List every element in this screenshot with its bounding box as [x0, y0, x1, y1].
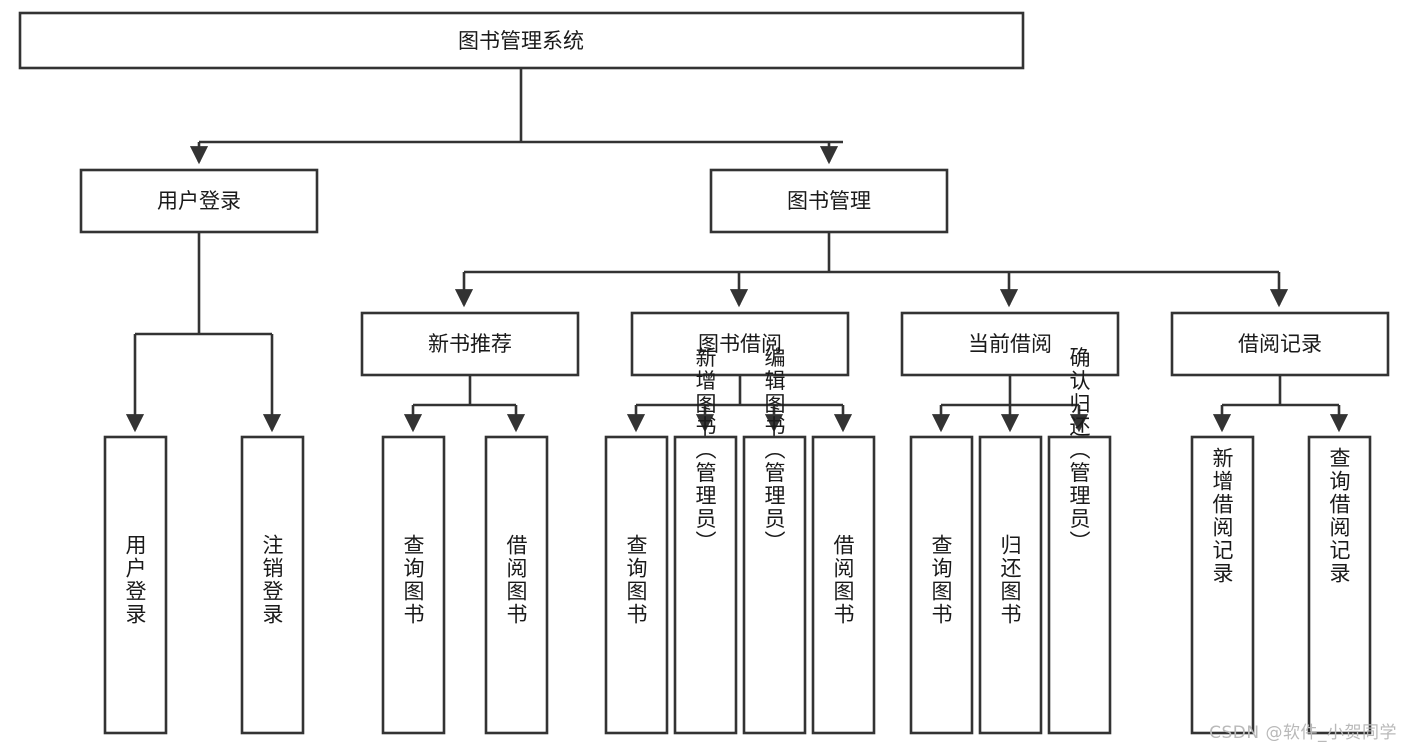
leaf-return-book[interactable]: 归还图书 [978, 435, 1043, 735]
leaf-query-book-2[interactable]: 查询图书 [604, 435, 669, 735]
leaf-add-book-label: 新增图书（管理员） [693, 347, 717, 554]
leaf-query-record[interactable]: 查询借阅记录 [1307, 435, 1372, 735]
node-book-borrow[interactable]: 图书借阅 [630, 311, 850, 377]
connector-root-to-level2 [189, 68, 843, 165]
node-borrow-record-label: 借阅记录 [1238, 332, 1322, 356]
connector-currentborrow-to-leaves [931, 375, 1089, 433]
leaf-borrow-book-2[interactable]: 借阅图书 [811, 435, 876, 735]
node-user-login[interactable]: 用户登录 [79, 168, 319, 234]
connector-bookborrow-to-leaves [626, 375, 853, 433]
node-new-book-rec[interactable]: 新书推荐 [360, 311, 580, 377]
leaf-query-book-3-label: 查询图书 [929, 534, 953, 626]
leaf-query-book-3[interactable]: 查询图书 [909, 435, 974, 735]
leaf-user-login[interactable]: 用户登录 [103, 435, 168, 735]
leaf-edit-book[interactable]: 编辑图书（管理员） [742, 347, 807, 735]
leaf-edit-book-label: 编辑图书（管理员） [762, 347, 786, 554]
leaf-add-record-label: 新增借阅记录 [1210, 447, 1234, 585]
connector-newbookrec-to-leaves [403, 375, 526, 433]
leaf-return-book-label: 归还图书 [998, 534, 1022, 626]
leaf-borrow-book-1[interactable]: 借阅图书 [484, 435, 549, 735]
leaf-query-book-2-label: 查询图书 [624, 534, 648, 626]
leaf-logout[interactable]: 注销登录 [240, 435, 305, 735]
leaf-user-login-label: 用户登录 [123, 534, 147, 626]
leaf-query-record-label: 查询借阅记录 [1327, 447, 1351, 585]
csdn-watermark: CSDN @软件_小贺同学 [1209, 723, 1397, 743]
node-current-borrow-label: 当前借阅 [968, 332, 1052, 356]
leaf-borrow-book-1-label: 借阅图书 [504, 534, 528, 626]
node-new-book-rec-label: 新书推荐 [428, 332, 512, 356]
node-user-login-label: 用户登录 [157, 189, 241, 213]
leaf-confirm-return[interactable]: 确认归还（管理员） [1047, 347, 1112, 735]
node-root[interactable]: 图书管理系统 [18, 11, 1025, 70]
leaf-logout-label: 注销登录 [260, 534, 284, 626]
leaf-add-record[interactable]: 新增借阅记录 [1190, 435, 1255, 735]
connector-userlogin-to-leaves [125, 232, 282, 433]
node-borrow-record[interactable]: 借阅记录 [1170, 311, 1390, 377]
connector-borrowrecord-to-leaves [1212, 375, 1349, 433]
leaf-query-book-1[interactable]: 查询图书 [381, 435, 446, 735]
node-root-label: 图书管理系统 [458, 29, 584, 53]
leaf-borrow-book-2-label: 借阅图书 [831, 534, 855, 626]
node-book-manage[interactable]: 图书管理 [709, 168, 949, 234]
connector-bookmanage-to-level3 [454, 232, 1289, 308]
node-current-borrow[interactable]: 当前借阅 [900, 311, 1120, 377]
leaf-add-book[interactable]: 新增图书（管理员） [673, 347, 738, 735]
node-book-manage-label: 图书管理 [787, 189, 871, 213]
leaf-query-book-1-label: 查询图书 [401, 534, 425, 626]
leaf-confirm-return-label: 确认归还（管理员） [1067, 347, 1091, 554]
node-book-borrow-label: 图书借阅 [698, 332, 782, 356]
